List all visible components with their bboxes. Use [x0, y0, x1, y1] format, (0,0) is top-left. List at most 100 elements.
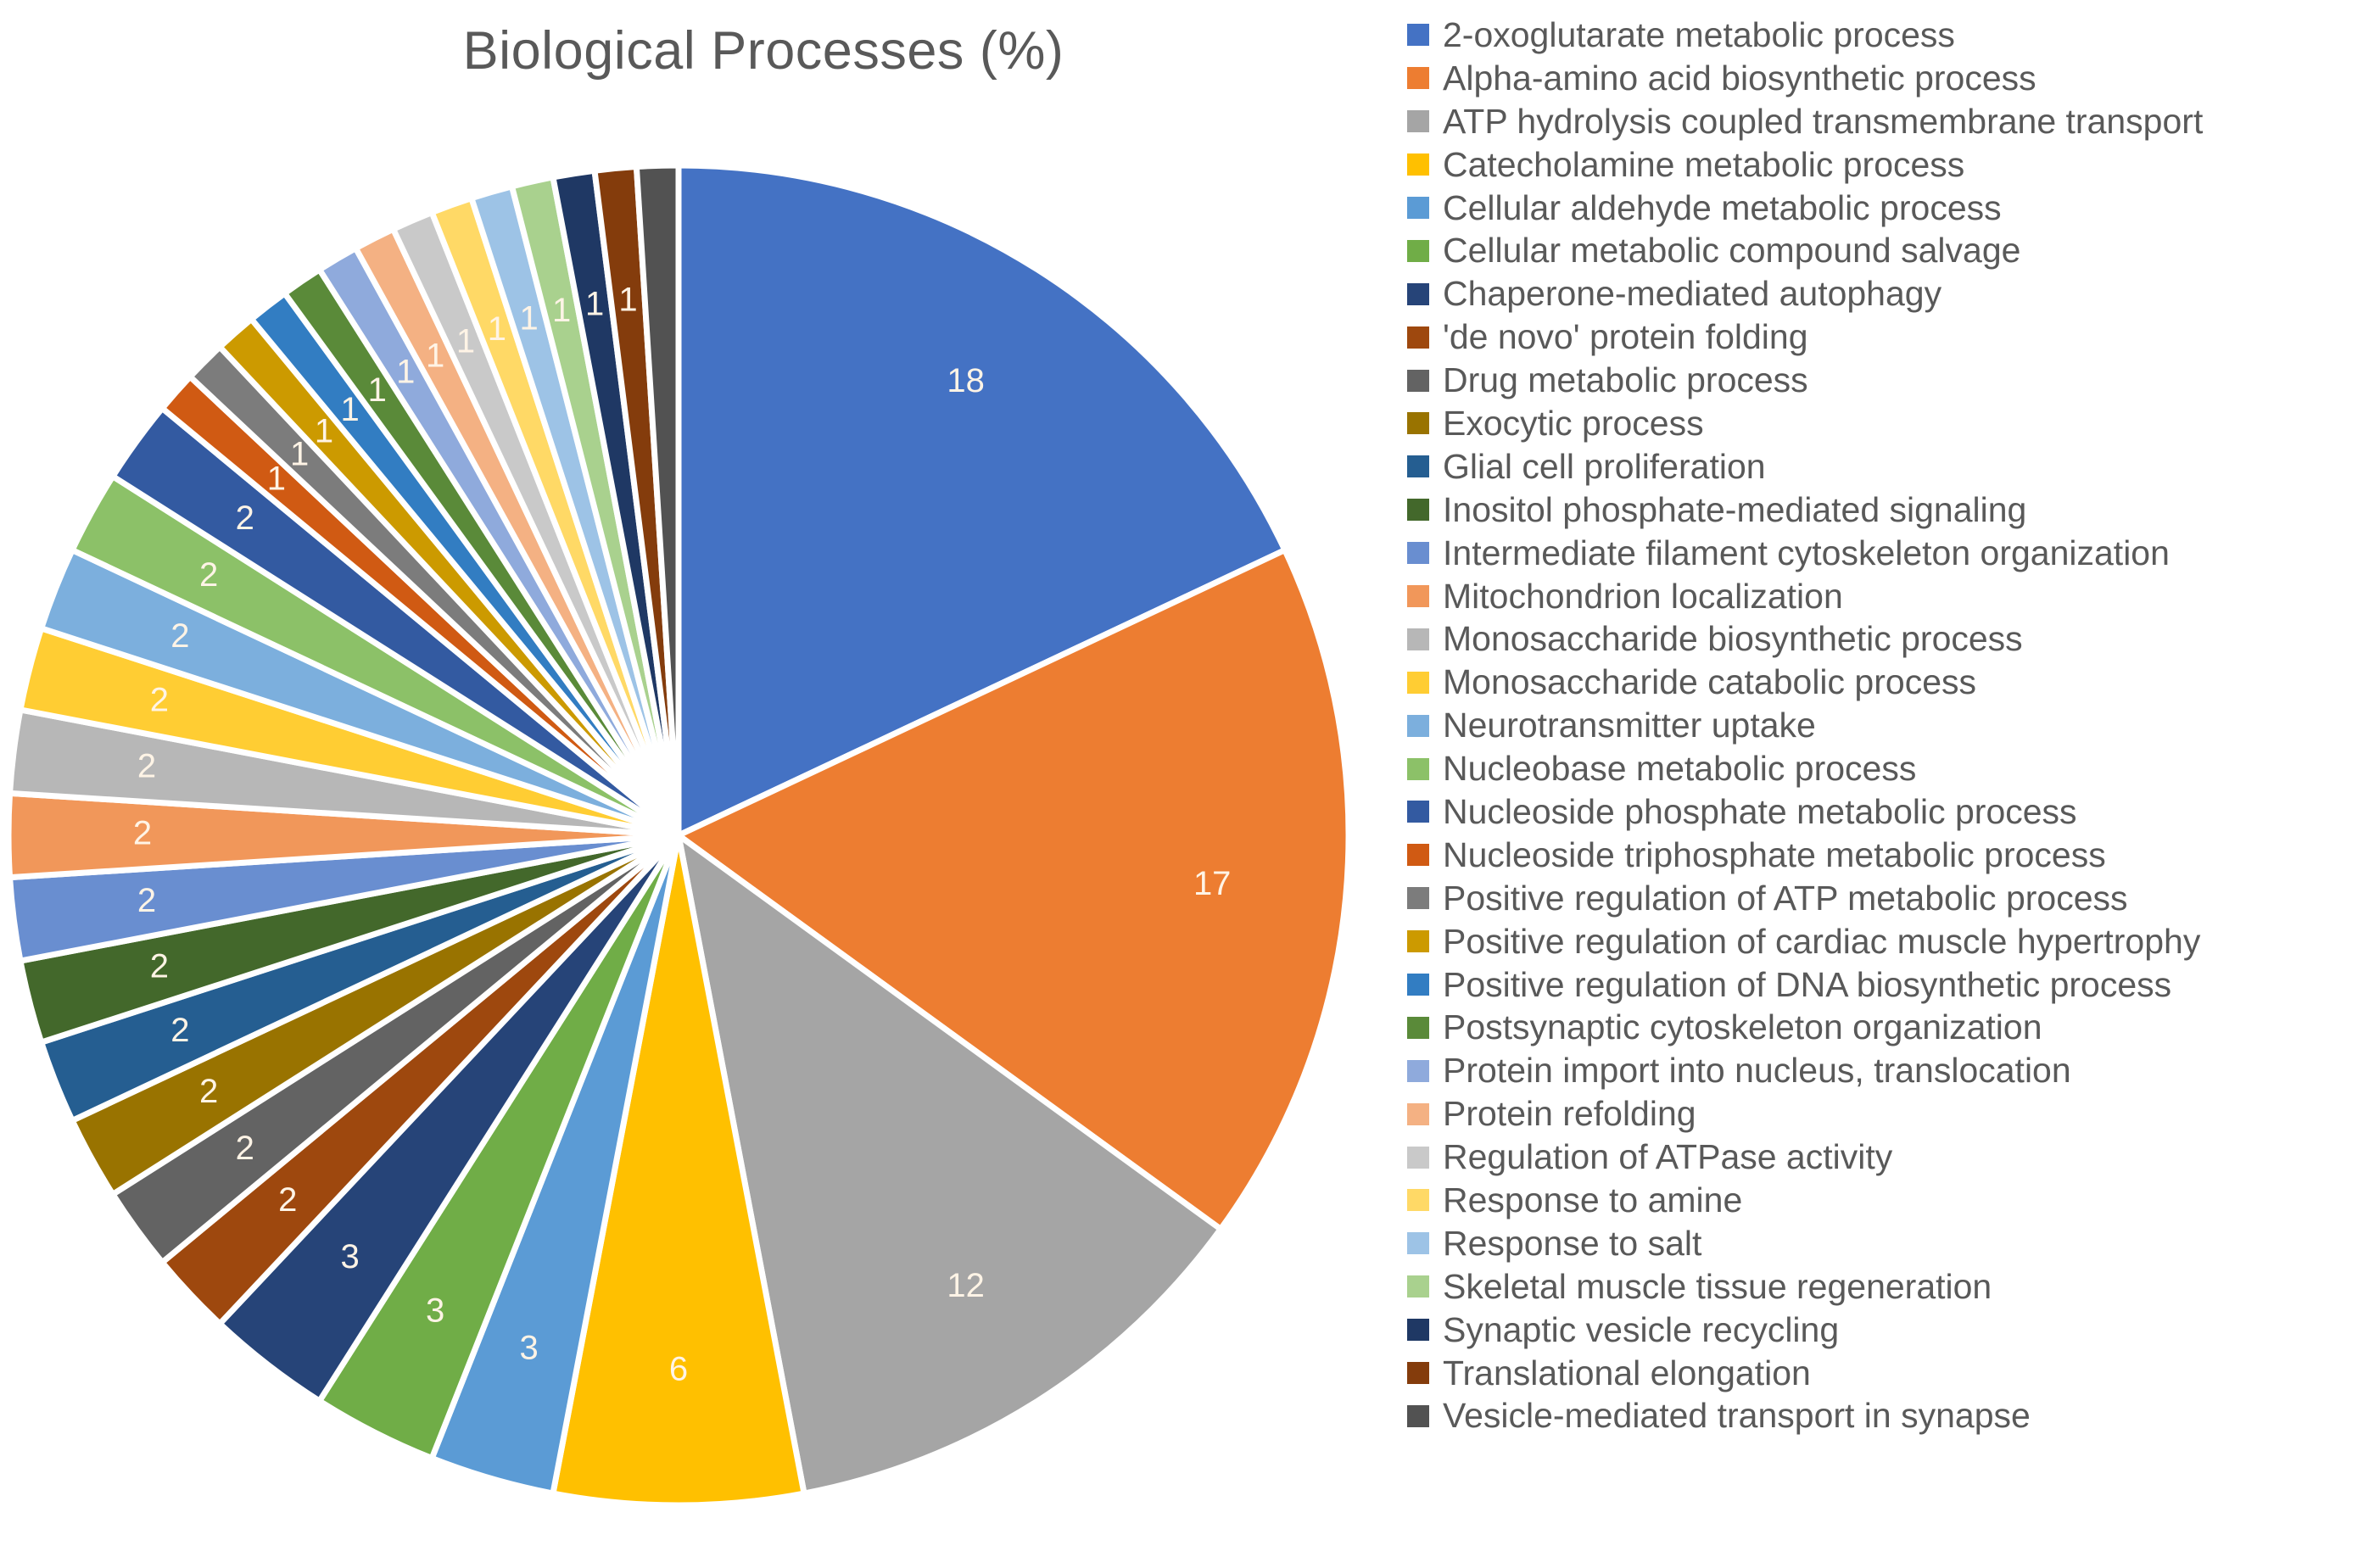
legend-item-label: Response to amine	[1443, 1180, 1743, 1219]
legend-swatch-icon	[1407, 801, 1429, 823]
legend-item-label: Mitochondrion localization	[1443, 576, 1843, 616]
legend-item[interactable]: Neurotransmitter uptake	[1404, 704, 2380, 747]
legend-item-label: 'de novo' protein folding	[1443, 317, 1808, 357]
legend-swatch-icon	[1407, 585, 1429, 608]
legend-swatch-icon	[1407, 1362, 1429, 1385]
legend-item-label: Intermediate filament cytoskeleton organ…	[1443, 533, 2170, 572]
pie-slice[interactable]	[675, 547, 1352, 1232]
legend-swatch-icon	[1407, 1232, 1429, 1255]
legend-item-label: ATP hydrolysis coupled transmembrane tra…	[1443, 101, 2204, 141]
legend-item-label: Alpha-amino acid biosynthetic process	[1443, 58, 2036, 98]
legend-item[interactable]: Catecholamine metabolic process	[1404, 143, 2380, 187]
legend-swatch-icon	[1407, 282, 1429, 305]
legend-swatch-icon	[1407, 239, 1429, 262]
legend-item[interactable]: Cellular metabolic compound salvage	[1404, 229, 2380, 272]
pie-slice[interactable]	[550, 832, 807, 1509]
legend-item[interactable]: Regulation of ATPase activity	[1404, 1136, 2380, 1179]
legend-item-label: Vesicle-mediated transport in synapse	[1443, 1396, 2031, 1436]
legend-item-label: Cellular metabolic compound salvage	[1443, 231, 2021, 271]
legend-swatch-icon	[1407, 1319, 1429, 1342]
legend-swatch-icon	[1407, 1404, 1429, 1427]
legend-item[interactable]: Exocytic process	[1404, 402, 2380, 445]
pie-slice[interactable]	[675, 162, 1288, 839]
legend-swatch-icon	[1407, 1189, 1429, 1212]
legend-item[interactable]: Inositol phosphate-mediated signaling	[1404, 488, 2380, 532]
legend-item[interactable]: Glial cell proliferation	[1404, 445, 2380, 488]
legend-swatch-icon	[1407, 887, 1429, 910]
legend-swatch-icon	[1407, 628, 1429, 650]
legend-item[interactable]: Chaperone-mediated autophagy	[1404, 272, 2380, 315]
legend-item[interactable]: Mitochondrion localization	[1404, 575, 2380, 618]
legend-item-label: Nucleoside triphosphate metabolic proces…	[1443, 834, 2106, 874]
legend-item[interactable]: Drug metabolic process	[1404, 359, 2380, 402]
page-title: Biological Processes (%)	[462, 21, 1064, 81]
legend-item[interactable]: Positive regulation of ATP metabolic pro…	[1404, 877, 2380, 920]
legend-swatch-icon	[1407, 1102, 1429, 1125]
legend-item[interactable]: Response to amine	[1404, 1179, 2380, 1222]
legend-item-label: Synaptic vesicle recycling	[1443, 1309, 1840, 1349]
legend-swatch-icon	[1407, 499, 1429, 522]
legend-swatch-icon	[1407, 67, 1429, 90]
legend-item[interactable]: 'de novo' protein folding	[1404, 315, 2380, 359]
legend-item-label: Positive regulation of DNA biosynthetic …	[1443, 964, 2172, 1004]
legend-item[interactable]: Nucleobase metabolic process	[1404, 747, 2380, 790]
legend-item[interactable]: Vesicle-mediated transport in synapse	[1404, 1395, 2380, 1438]
legend-item-label: Regulation of ATPase activity	[1443, 1137, 1893, 1177]
legend-swatch-icon	[1407, 930, 1429, 953]
legend-item[interactable]: Translational elongation	[1404, 1352, 2380, 1395]
legend-item[interactable]: Protein refolding	[1404, 1092, 2380, 1136]
legend-item[interactable]: Response to salt	[1404, 1222, 2380, 1265]
legend-item[interactable]: Monosaccharide biosynthetic process	[1404, 617, 2380, 661]
legend-item-label: Inositol phosphate-mediated signaling	[1443, 489, 2027, 529]
legend-item-label: Neurotransmitter uptake	[1443, 706, 1816, 745]
legend-item[interactable]: Cellular aldehyde metabolic process	[1404, 187, 2380, 230]
legend-item-label: Positive regulation of ATP metabolic pro…	[1443, 878, 2128, 918]
legend-item[interactable]: Positive regulation of cardiac muscle hy…	[1404, 920, 2380, 963]
legend-item[interactable]: Monosaccharide catabolic process	[1404, 661, 2380, 704]
legend-swatch-icon	[1407, 542, 1429, 565]
legend-swatch-icon	[1407, 1016, 1429, 1039]
legend-item-label: Monosaccharide biosynthetic process	[1443, 619, 2023, 659]
legend-swatch-icon	[1407, 110, 1429, 133]
legend-swatch-icon	[1407, 1275, 1429, 1298]
legend-item[interactable]: Nucleoside triphosphate metabolic proces…	[1404, 834, 2380, 877]
legend-swatch-icon	[1407, 326, 1429, 349]
legend-item-label: Translational elongation	[1443, 1353, 1811, 1392]
legend-item-label: Positive regulation of cardiac muscle hy…	[1443, 921, 2201, 961]
legend-item[interactable]: Positive regulation of DNA biosynthetic …	[1404, 963, 2380, 1007]
legend-swatch-icon	[1407, 671, 1429, 694]
legend-swatch-icon	[1407, 455, 1429, 478]
legend-swatch-icon	[1407, 1146, 1429, 1169]
legend-item-label: Catecholamine metabolic process	[1443, 144, 1965, 184]
legend-swatch-icon	[1407, 369, 1429, 392]
legend-item[interactable]: 2-oxoglutarate metabolic process	[1404, 14, 2380, 57]
legend-swatch-icon	[1407, 974, 1429, 996]
legend-item[interactable]: Intermediate filament cytoskeleton organ…	[1404, 532, 2380, 575]
legend-swatch-icon	[1407, 24, 1429, 47]
legend-item-label: 2-oxoglutarate metabolic process	[1443, 14, 1955, 54]
legend-item[interactable]: Alpha-amino acid biosynthetic process	[1404, 57, 2380, 100]
legend-swatch-icon	[1407, 1059, 1429, 1082]
legend-item[interactable]: ATP hydrolysis coupled transmembrane tra…	[1404, 100, 2380, 143]
pie-slice[interactable]	[675, 832, 1224, 1497]
legend-item-label: Monosaccharide catabolic process	[1443, 662, 1976, 702]
legend-item-label: Protein refolding	[1443, 1094, 1696, 1134]
legend-swatch-icon	[1407, 197, 1429, 219]
legend-swatch-icon	[1407, 714, 1429, 737]
legend-item[interactable]: Postsynaptic cytoskeleton organization	[1404, 1006, 2380, 1049]
legend-item-label: Nucleoside phosphate metabolic process	[1443, 791, 2077, 831]
legend-item[interactable]: Synaptic vesicle recycling	[1404, 1309, 2380, 1352]
legend-item-label: Drug metabolic process	[1443, 360, 1808, 400]
legend-item-label: Nucleobase metabolic process	[1443, 749, 1917, 789]
legend-item[interactable]: Nucleoside phosphate metabolic process	[1404, 790, 2380, 834]
pie-slice[interactable]	[633, 162, 682, 839]
legend-item-label: Protein import into nucleus, translocati…	[1443, 1051, 2071, 1091]
legend-item-label: Postsynaptic cytoskeleton organization	[1443, 1007, 2042, 1047]
legend-item[interactable]: Protein import into nucleus, translocati…	[1404, 1049, 2380, 1092]
legend-swatch-icon	[1407, 412, 1429, 435]
legend-swatch-icon	[1407, 153, 1429, 176]
legend-item[interactable]: Skeletal muscle tissue regeneration	[1404, 1265, 2380, 1309]
